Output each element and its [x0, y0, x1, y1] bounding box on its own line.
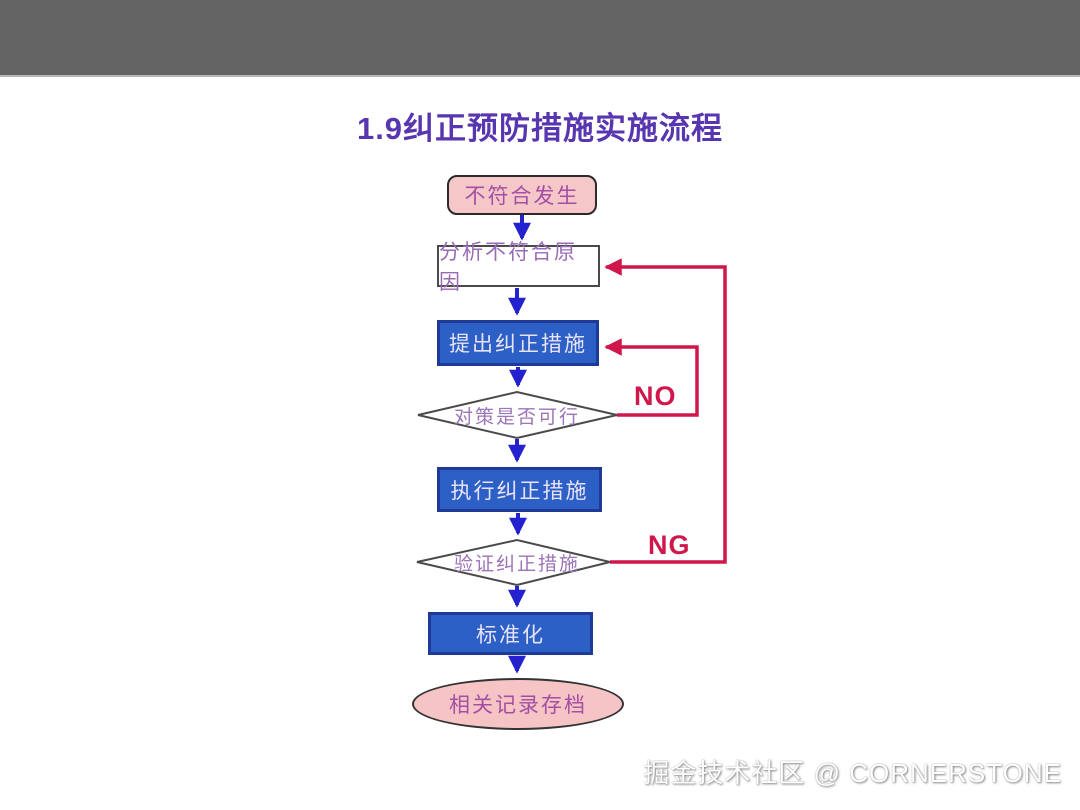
flow-node-decision-verify: 验证纠正措施: [427, 541, 607, 583]
header-bar: [0, 0, 1080, 77]
flow-node-execute: 执行纠正措施: [437, 467, 602, 512]
ng-loop-line: [604, 258, 727, 564]
page-title: 1.9纠正预防措施实施流程: [356, 111, 724, 146]
flow-node-decision-verify-label: 验证纠正措施: [453, 553, 580, 575]
flow-node-decision-feasible-label: 对策是否可行: [453, 406, 580, 428]
flow-node-analyze-label: 分析不符合原因: [439, 241, 577, 294]
flow-node-start: 不符合发生: [447, 175, 597, 215]
flow-node-start-label: 不符合发生: [464, 185, 580, 208]
flow-node-execute-label: 执行纠正措施: [450, 479, 589, 503]
flow-node-analyze: 分析不符合原因: [437, 241, 600, 294]
flow-node-archive: 相关记录存档: [412, 678, 624, 730]
flow-node-propose-label: 提出纠正措施: [449, 333, 587, 356]
flow-node-standardize: 标准化: [428, 612, 593, 655]
branch-label-ng: NG: [648, 530, 691, 560]
flow-node-decision-feasible: 对策是否可行: [427, 394, 607, 436]
flow-node-propose: 提出纠正措施: [437, 320, 599, 366]
branch-label-no: NO: [634, 381, 677, 411]
flow-node-archive-label: 相关记录存档: [449, 694, 587, 717]
flow-node-standardize-label: 标准化: [476, 623, 545, 647]
watermark: 掘金技术社区 @ CORNERSTONE: [643, 758, 1062, 788]
